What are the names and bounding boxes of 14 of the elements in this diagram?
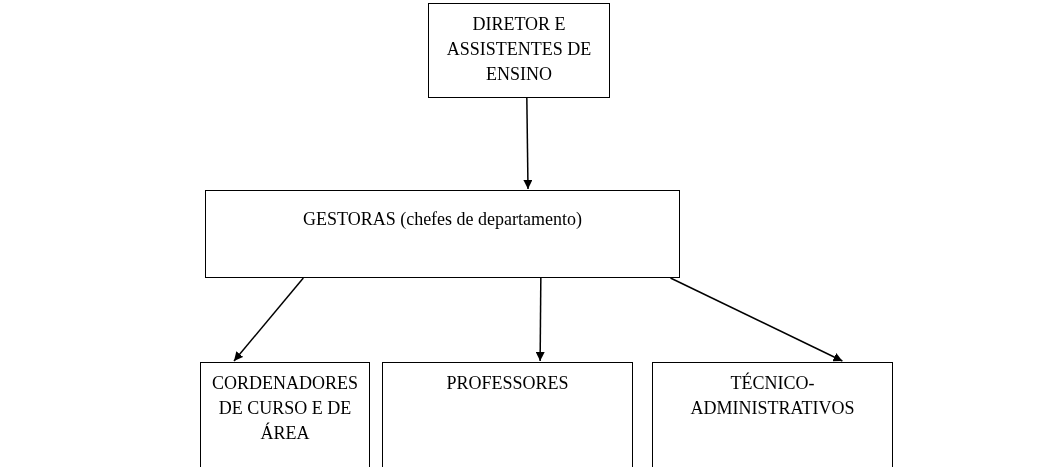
org-box bbox=[428, 3, 610, 98]
org-box bbox=[205, 190, 680, 278]
arrow bbox=[669, 277, 844, 362]
arrow bbox=[233, 277, 305, 362]
box-label: TÉCNICO-ADMINISTRATIVOS bbox=[689, 371, 856, 421]
box-label: CORDENADORES DE CURSO E DE ÁREA bbox=[211, 372, 359, 446]
arrow bbox=[523, 97, 533, 190]
org-box bbox=[200, 362, 370, 467]
box-label: GESTORAS (chefes de departamento) bbox=[302, 208, 583, 231]
org-box bbox=[652, 362, 893, 467]
box-label: PROFESSORES bbox=[446, 372, 569, 395]
box-label: DIRETOR E ASSISTENTES DE ENSINO bbox=[445, 13, 593, 87]
org-box bbox=[382, 362, 633, 467]
arrow bbox=[535, 277, 545, 362]
